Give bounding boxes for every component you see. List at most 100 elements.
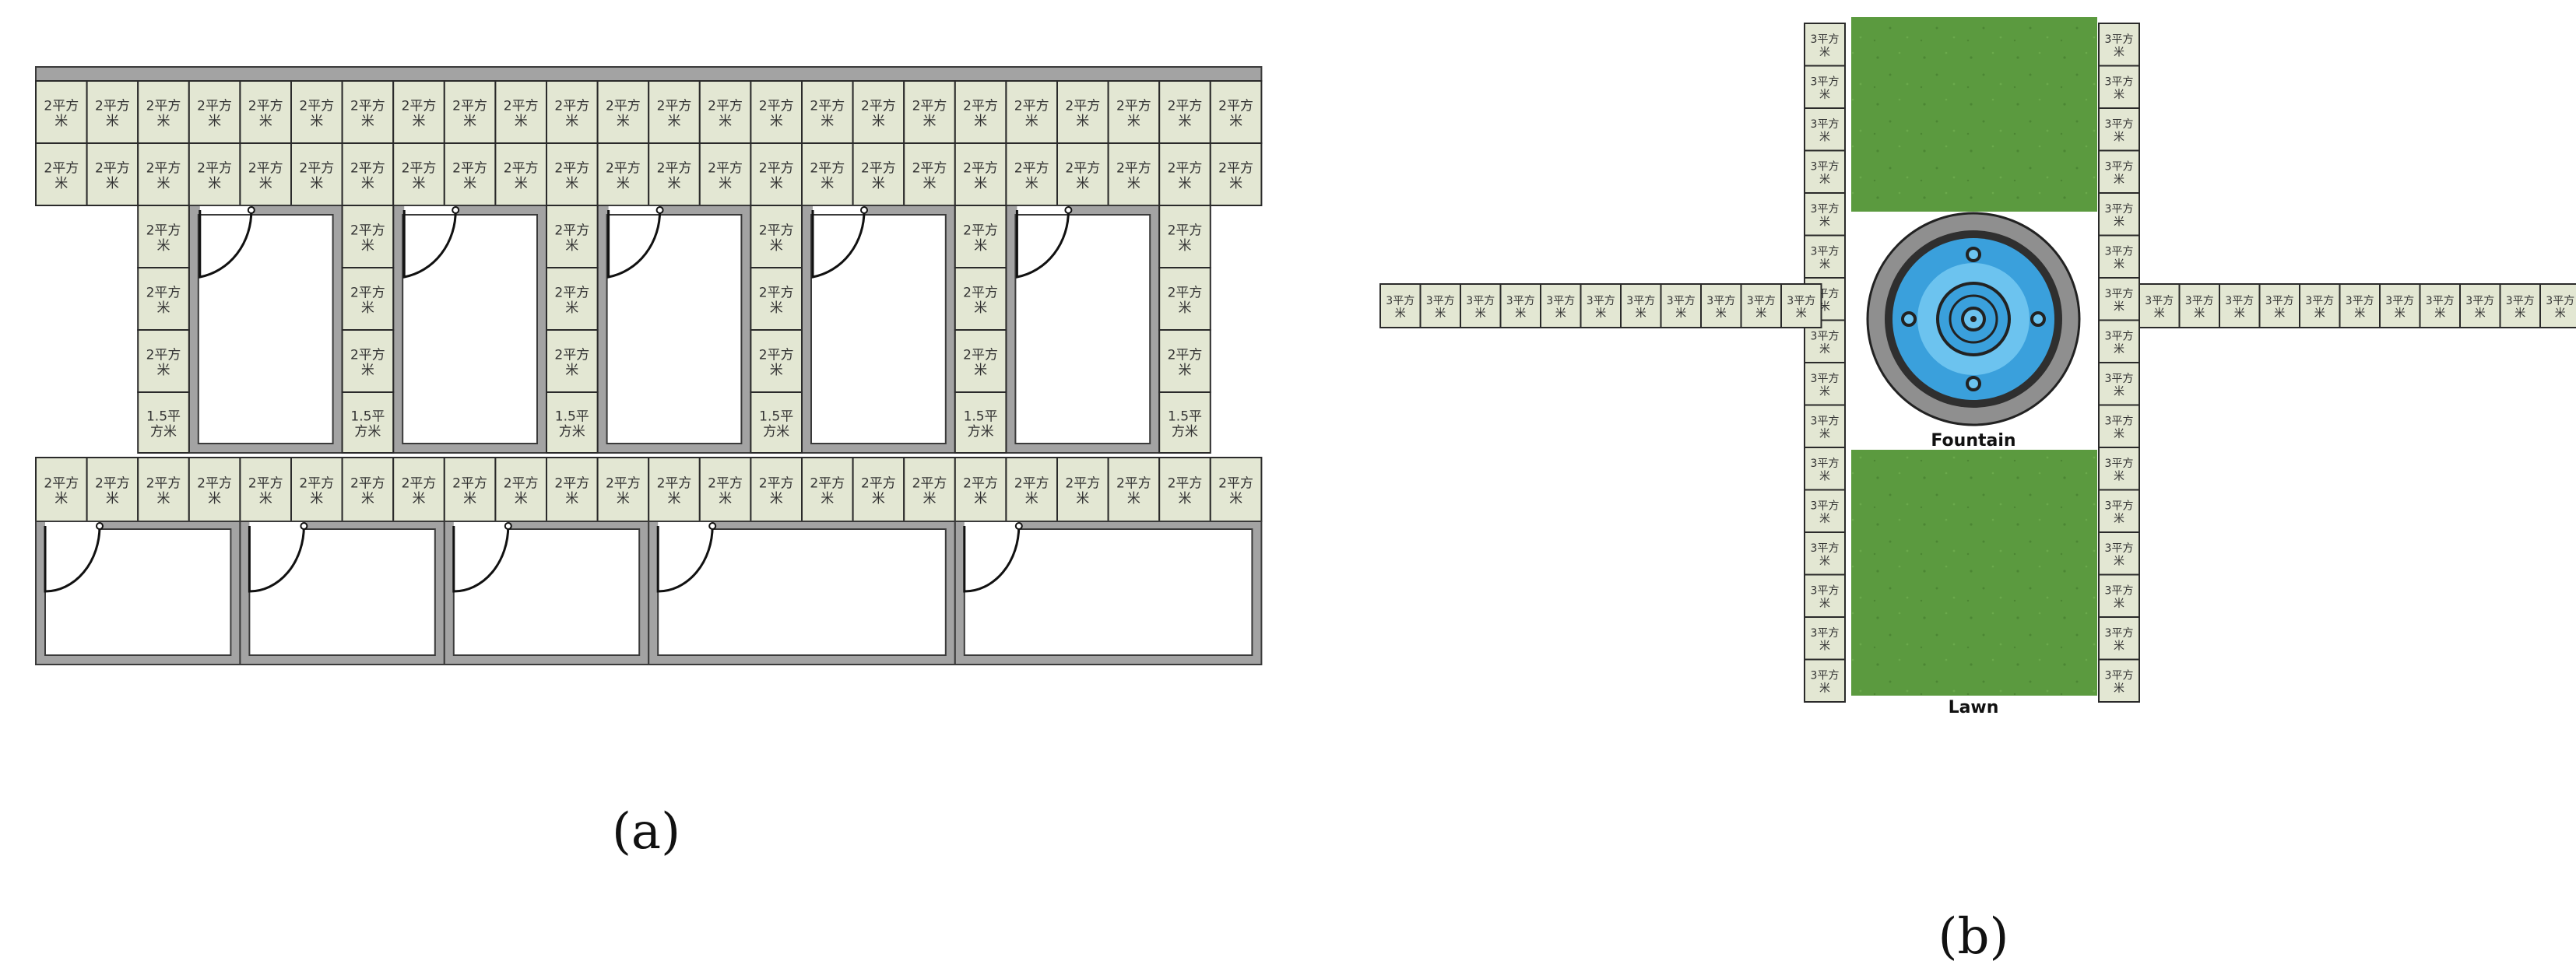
tile-outline (1804, 107, 1846, 152)
tile-label-line1: 3平方 (1811, 373, 1840, 385)
tile-outline (1005, 457, 1059, 522)
tile-label-line1: 2平方 (197, 160, 232, 176)
tile-label-line2: 米 (1819, 89, 1830, 101)
tile-label-line2: 米 (1819, 682, 1830, 695)
tile-label-line2: 米 (1229, 491, 1242, 507)
tile-label-line1: 2平方 (554, 160, 589, 176)
tile-label-line1: 3平方 (2105, 288, 2134, 300)
tile-label-line1: 2平方 (1116, 98, 1151, 114)
tile-label-line1: 2平方 (810, 475, 845, 491)
door-swing (1015, 209, 1070, 279)
room-interior (810, 214, 947, 444)
tile-outline (137, 142, 190, 206)
tile-label-line2: 米 (821, 491, 834, 507)
door-hinge (1014, 522, 1023, 530)
tile-label-line1: 2平方 (1014, 160, 1049, 176)
tile-label-line1: 2平方 (350, 223, 385, 238)
tile-label-line1: 2平方 (963, 347, 998, 363)
panel-a-corridor-layout: 2平方米2平方米2平方米2平方米2平方米2平方米2平方米2平方米2平方米2平方米… (35, 66, 1263, 665)
door-swing (963, 525, 1021, 593)
panel-a-caption: (a) (612, 803, 680, 861)
tile-outline (1209, 457, 1263, 522)
tile-outline (2098, 573, 2140, 618)
tile-label-line2: 米 (208, 114, 221, 129)
tile-label-line1: 2平方 (912, 98, 947, 114)
tile-label-line1: 2平方 (1168, 347, 1203, 363)
tile-label-line2: 米 (2514, 307, 2525, 320)
tile-label-line2: 米 (974, 238, 987, 254)
fountain-jet (1966, 247, 1981, 262)
tile-label-line2: 米 (310, 176, 323, 191)
tile-label-line2: 米 (259, 114, 272, 129)
tile-label-line1: 3平方 (2145, 295, 2174, 307)
tile-label-line1: 3平方 (2105, 76, 2134, 89)
tile-label-line1: 3平方 (2265, 295, 2294, 307)
tile-label-line1: 2平方 (759, 98, 794, 114)
tile-outline (750, 267, 803, 331)
tile-label-line1: 2平方 (350, 160, 385, 176)
tile-outline (290, 80, 343, 144)
tile-outline (1209, 142, 1263, 206)
panel-b-fountain-layout: 3平方米3平方米3平方米3平方米3平方米3平方米3平方米3平方米3平方米3平方米… (1379, 17, 2576, 717)
tile-label-line1: 3平方 (1811, 670, 1840, 682)
tile-label-line2: 米 (2114, 682, 2124, 695)
tile-label-line1: 2平方 (861, 98, 896, 114)
fountain-nozzle-dot (1970, 316, 1977, 322)
lawn-lower (1851, 450, 2097, 696)
tile-label-line1: 2平方 (1168, 160, 1203, 176)
tile-label-line2: 米 (1475, 307, 1486, 320)
tile-label-line2: 米 (821, 114, 834, 129)
tile-label-line2: 米 (719, 176, 732, 191)
tile-label-line2: 米 (208, 491, 221, 507)
tile-label-line2: 米 (617, 176, 630, 191)
tile-label-line2: 米 (1127, 491, 1140, 507)
tile-outline (2219, 283, 2261, 328)
tile-label-line2: 米 (1675, 307, 1686, 320)
tile-label-line1: 3平方 (1466, 295, 1495, 307)
tile-label-line2: 米 (617, 114, 630, 129)
tile-label-line2: 米 (157, 363, 170, 378)
tile-label-line2: 米 (770, 238, 783, 254)
fountain-jet (1966, 376, 1981, 391)
tile-outline (494, 80, 548, 144)
door-hinge (504, 522, 512, 530)
tile-outline (903, 457, 956, 522)
tile-outline (1804, 65, 1846, 109)
door-swing (44, 525, 101, 593)
tile-outline (1804, 149, 1846, 194)
tile-outline (35, 80, 88, 144)
tile-label-line1: 2平方 (1168, 223, 1203, 238)
tile-outline (1158, 142, 1211, 206)
tile-label-line2: 米 (1755, 307, 1766, 320)
tile-outline (1379, 283, 1422, 328)
tile-label-line2: 米 (770, 114, 783, 129)
tile-label-line1: 2平方 (1065, 98, 1100, 114)
tile-outline (1460, 283, 1502, 328)
